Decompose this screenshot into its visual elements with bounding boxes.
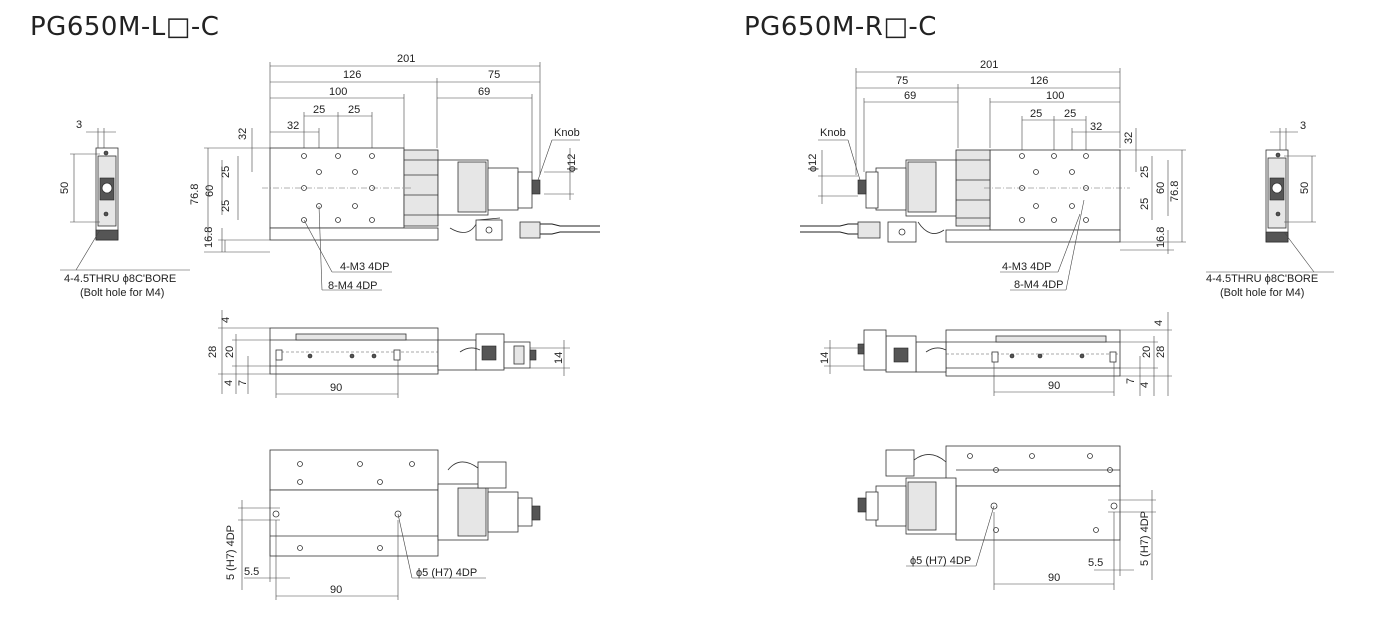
r-bottom-dim-90: 90 xyxy=(1048,572,1060,584)
right-front-view: 4 28 20 4 7 90 14 xyxy=(819,312,1172,396)
left-top-view xyxy=(262,147,600,241)
left-front-view: 4 28 20 4 7 90 14 xyxy=(207,310,570,398)
r-bottom-dim-5-5: 5.5 xyxy=(1088,557,1103,569)
right-top-view xyxy=(800,149,1130,243)
r-side-dim-3: 3 xyxy=(1300,120,1306,132)
left-drawing: 201 126 75 100 69 25 25 32 xyxy=(59,53,600,600)
dim-16-8: 16.8 xyxy=(203,227,215,248)
dim-25-c: 25 xyxy=(220,166,232,178)
drawing-title-right: PG650M-R□-C xyxy=(744,12,937,42)
r-front-dim-7: 7 xyxy=(1125,378,1137,384)
r-bottom-dim-5h7: 5 (H7) 4DP xyxy=(1139,511,1151,566)
r-front-dim-4-b: 4 xyxy=(1139,382,1151,388)
right-drawing: 201 75 126 69 100 25 25 32 xyxy=(800,59,1334,590)
front-dim-20: 20 xyxy=(224,346,236,358)
m3-label: 4-M3 4DP xyxy=(340,261,390,273)
r-front-dim-4-a: 4 xyxy=(1153,320,1165,326)
left-thread-callouts: 4-M3 4DP 8-M4 4DP xyxy=(303,205,392,292)
dim-60: 60 xyxy=(204,185,216,197)
dim-25-a: 25 xyxy=(313,104,325,116)
r-dim-100: 100 xyxy=(1046,90,1064,102)
right-knob-callout: Knob ϕ12 xyxy=(807,127,861,204)
bottom-dim-90: 90 xyxy=(330,584,342,596)
r-bolt-sub-label: (Bolt hole for M4) xyxy=(1220,287,1304,299)
right-bottom-view: 5 (H7) 4DP 5.5 90 ϕ5 (H7) 4DP xyxy=(857,445,1156,590)
r-front-dim-14: 14 xyxy=(819,352,831,364)
r-bolt-label: 4-4.5THRU ϕ8C'BORE xyxy=(1206,273,1318,285)
r-dim-60: 60 xyxy=(1155,182,1167,194)
phi12-label: ϕ12 xyxy=(566,154,578,172)
bolt-sub-label: (Bolt hole for M4) xyxy=(80,287,164,299)
front-dim-7: 7 xyxy=(237,380,249,386)
dim-32: 32 xyxy=(287,120,299,132)
left-bottom-view: 5 (H7) 4DP 5.5 90 ϕ5 (H7) 4DP xyxy=(225,449,541,600)
r-dim-25-b: 25 xyxy=(1064,108,1076,120)
r-dim-16-8: 16.8 xyxy=(1155,227,1167,248)
dim-69: 69 xyxy=(478,86,490,98)
front-dim-90: 90 xyxy=(330,382,342,394)
right-thread-callouts: 4-M3 4DP 8-M4 4DP xyxy=(1000,199,1085,291)
r-bottom-phi5-label: ϕ5 (H7) 4DP xyxy=(910,555,971,567)
r-knob-label: Knob xyxy=(820,127,846,139)
r-dim-32: 32 xyxy=(1090,121,1102,133)
r-dim-25-a: 25 xyxy=(1030,108,1042,120)
r-front-dim-90: 90 xyxy=(1048,380,1060,392)
r-front-dim-20: 20 xyxy=(1141,346,1153,358)
right-end-view: 50 3 4-4.5THRU ϕ8C'BORE (Bolt hole for M… xyxy=(1206,120,1334,299)
side-dim-50: 50 xyxy=(59,182,71,194)
dim-32-v: 32 xyxy=(237,128,249,140)
bottom-phi5-label: ϕ5 (H7) 4DP xyxy=(416,567,477,579)
r-m4-label: 8-M4 4DP xyxy=(1014,279,1064,291)
r-dim-69: 69 xyxy=(904,90,916,102)
front-dim-14: 14 xyxy=(553,352,565,364)
r-phi12-label: ϕ12 xyxy=(807,154,819,172)
bottom-dim-5-5: 5.5 xyxy=(244,566,259,578)
right-vertical-dimensions: 76.8 60 25 25 32 16.8 xyxy=(1120,128,1186,254)
front-dim-4-a: 4 xyxy=(220,317,232,323)
knob-label: Knob xyxy=(554,127,580,139)
bolt-label: 4-4.5THRU ϕ8C'BORE xyxy=(64,273,176,285)
r-dim-76-8: 76.8 xyxy=(1169,181,1181,202)
drawing-title-left: PG650M-L□-C xyxy=(30,12,220,42)
dim-25-b: 25 xyxy=(348,104,360,116)
bottom-dim-5h7: 5 (H7) 4DP xyxy=(225,525,237,580)
r-m3-label: 4-M3 4DP xyxy=(1002,261,1052,273)
dim-76-8: 76.8 xyxy=(189,184,201,205)
right-top-dimensions: 201 75 126 69 100 25 25 32 xyxy=(855,59,1121,175)
dim-201: 201 xyxy=(397,53,415,65)
front-dim-28: 28 xyxy=(207,346,219,358)
m4-label: 8-M4 4DP xyxy=(328,280,378,292)
dim-100: 100 xyxy=(329,86,347,98)
left-end-view: 50 3 4-4.5THRU ϕ8C'BORE (Bolt hole for M… xyxy=(59,119,190,299)
side-dim-3: 3 xyxy=(76,119,82,131)
dim-126: 126 xyxy=(343,69,361,81)
r-dim-126: 126 xyxy=(1030,75,1048,87)
dim-25-d: 25 xyxy=(220,200,232,212)
r-front-dim-28: 28 xyxy=(1155,346,1167,358)
r-side-dim-50: 50 xyxy=(1299,182,1311,194)
r-dim-25-d: 25 xyxy=(1139,198,1151,210)
front-dim-4-b: 4 xyxy=(223,380,235,386)
dim-75: 75 xyxy=(488,69,500,81)
r-dim-201: 201 xyxy=(980,59,998,71)
left-vertical-dimensions: 76.8 60 25 25 32 16.8 xyxy=(189,128,270,253)
r-dim-32-v: 32 xyxy=(1123,132,1135,144)
left-top-dimensions: 201 126 75 100 69 25 25 32 xyxy=(269,53,541,175)
left-knob-callout: Knob ϕ12 xyxy=(537,127,580,200)
r-dim-75: 75 xyxy=(896,75,908,87)
r-dim-25-c: 25 xyxy=(1139,166,1151,178)
